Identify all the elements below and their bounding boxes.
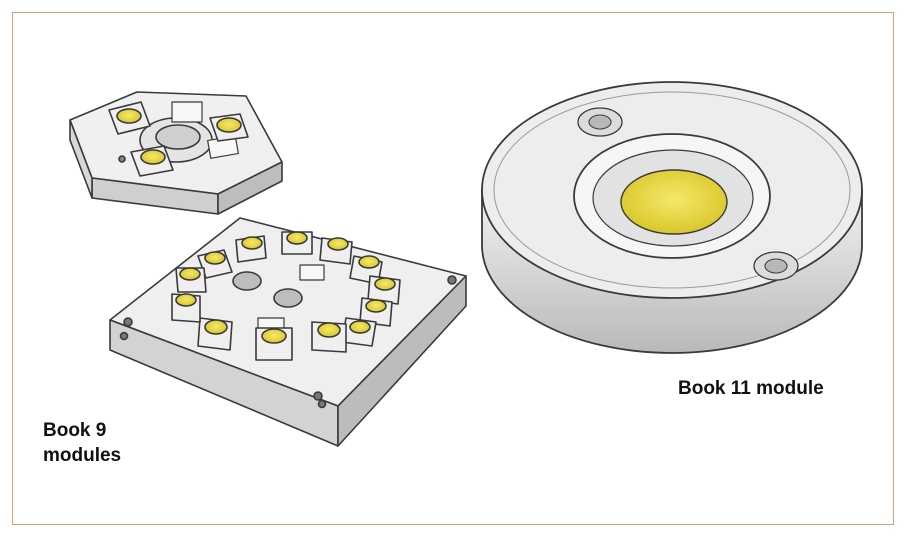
hex-led-1 [108, 101, 151, 135]
book9-label: Book 9 modules [43, 418, 183, 468]
square-module [109, 217, 467, 447]
book9-label-line2: modules [43, 445, 122, 466]
square-led-ring [171, 231, 401, 361]
mounting-hole-top [577, 107, 623, 137]
hex-led-2 [209, 113, 249, 142]
mounting-hole-bottom [753, 251, 799, 281]
round-module [481, 81, 863, 354]
book11-label: Book 11 module [678, 378, 824, 399]
hex-led-3 [130, 145, 174, 177]
hexagonal-module [69, 91, 283, 215]
book9-label-line1: Book 9 [43, 420, 107, 441]
